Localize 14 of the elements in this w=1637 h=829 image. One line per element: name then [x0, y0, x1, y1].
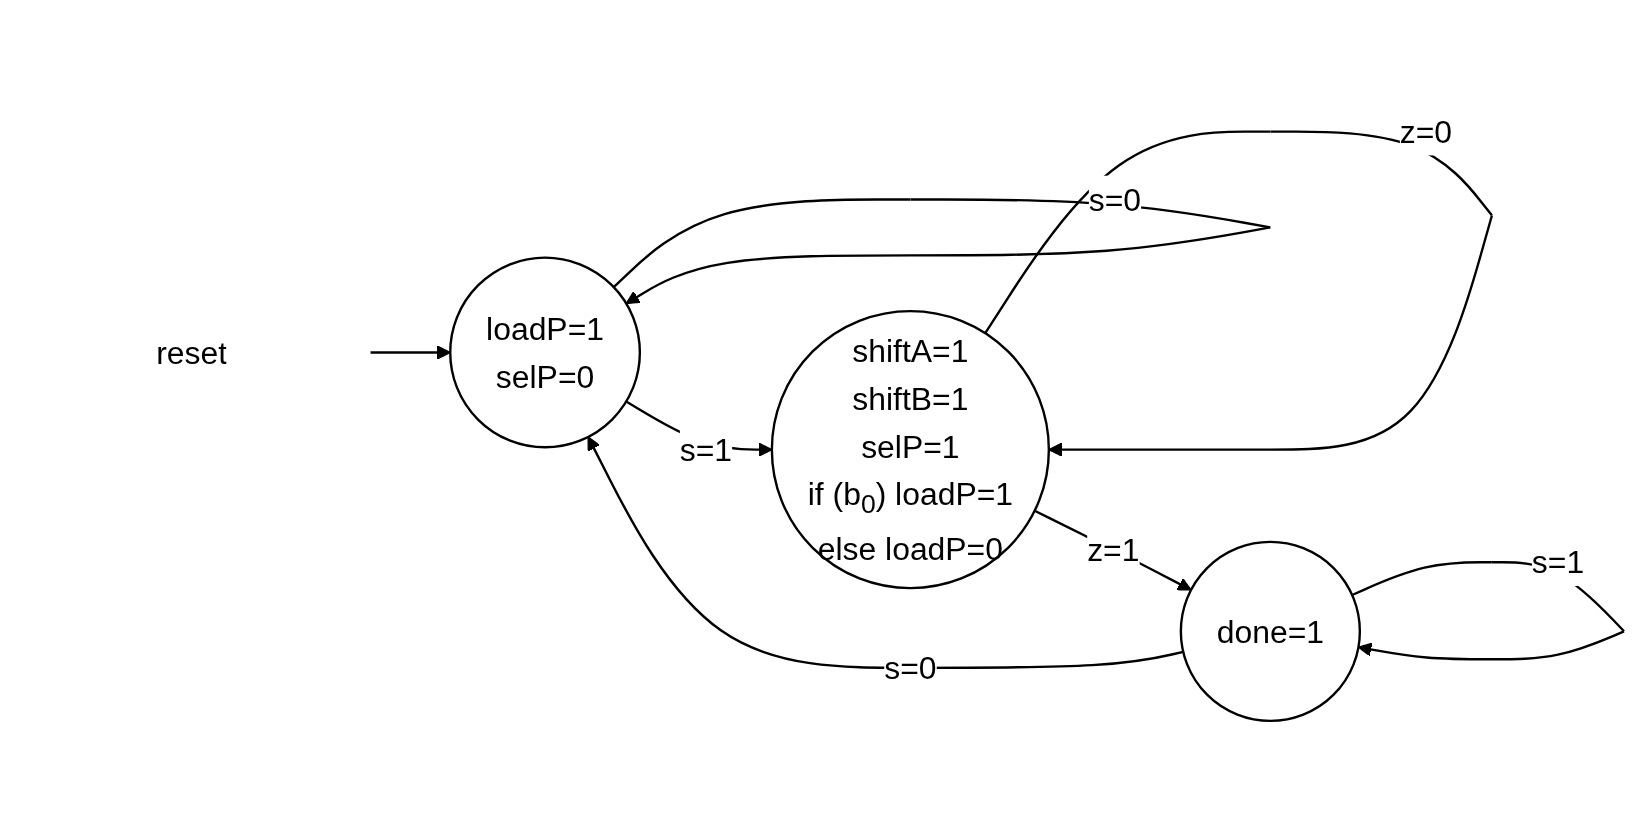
edge-label: s=0 — [884, 650, 937, 686]
arrow — [587, 436, 1184, 670]
edge-label: s=1 — [1531, 544, 1585, 580]
edge-label: z=0 — [1399, 114, 1452, 150]
node-text: reset — [156, 335, 228, 371]
arrow — [612, 198, 1271, 305]
arrow — [370, 345, 451, 360]
edge-label: z=1 — [1087, 532, 1140, 568]
node-circle: shiftA=1 shiftB=1 selP=1 if (b$_{0}$) loadP=1 else loadP=0 — [770, 310, 1051, 590]
edge-label: s=0 — [1088, 182, 1142, 218]
node-circle: done=1 — [1179, 540, 1362, 723]
arrow — [1034, 509, 1192, 591]
node-circle: loadP=1 selP=0 — [449, 256, 642, 449]
edge-label: s=1 — [679, 432, 733, 468]
